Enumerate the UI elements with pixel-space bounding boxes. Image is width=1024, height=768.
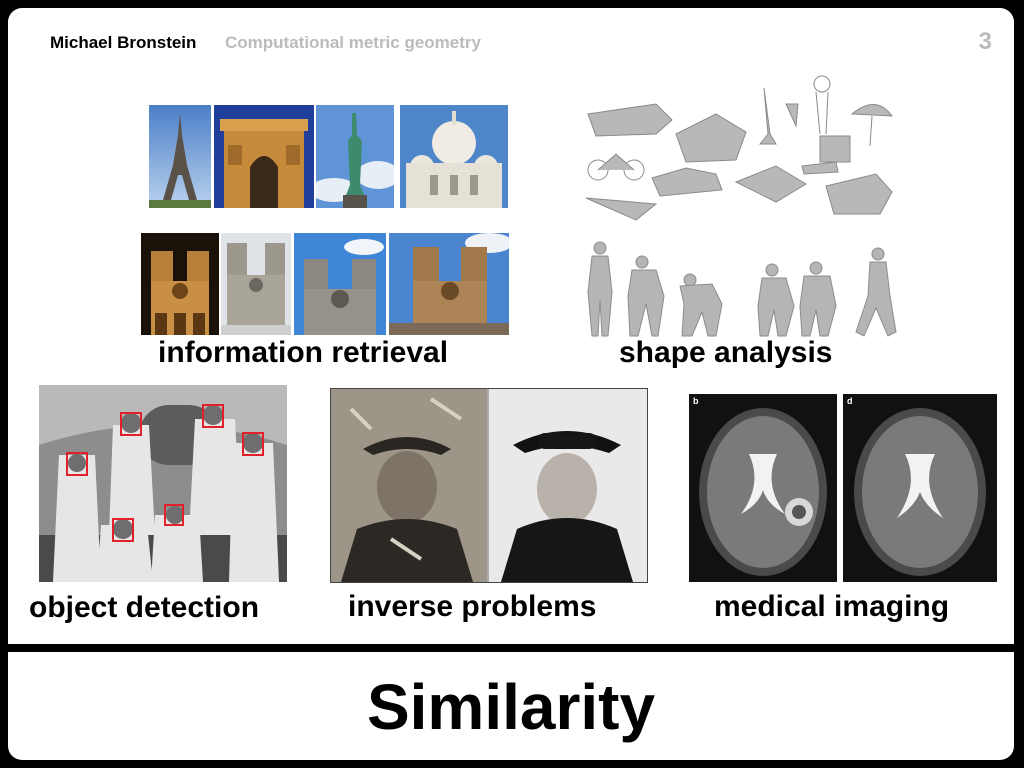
mri-label-d: d: [847, 396, 853, 406]
caption-inverse-problems: inverse problems: [348, 590, 597, 623]
header-course-title: Computational metric geometry: [225, 33, 481, 52]
eiffel-tower-photo: [149, 105, 211, 208]
caption-medical-imaging: medical imaging: [714, 590, 950, 623]
mri-label-b: b: [693, 396, 699, 406]
sacre-coeur-photo: [400, 105, 508, 208]
notre-dame-gray-photo: [221, 233, 291, 335]
mri-scan-d: d: [843, 394, 997, 582]
statue-of-liberty-photo: [316, 105, 394, 208]
page-number: 3: [978, 28, 992, 55]
caption-object-detection: object detection: [29, 591, 260, 624]
notre-dame-day-photo: [389, 233, 509, 335]
header-author: Michael Bronstein: [50, 33, 197, 52]
slide-body: Michael Bronstein Computational metric g…: [8, 8, 1014, 644]
footer-bar: Similarity: [8, 652, 1014, 760]
caption-shape-analysis: shape analysis: [619, 336, 833, 369]
notre-dame-blue-sky-photo: [294, 233, 386, 335]
inverse-problems-photos: [330, 388, 648, 583]
rigid-shapes-collage: [576, 74, 894, 224]
arc-de-triomphe-photo: [214, 105, 314, 208]
nonrigid-human-shapes: [572, 240, 900, 338]
object-detection-photo: [39, 385, 287, 582]
mri-scan-b: b: [689, 394, 837, 582]
caption-information-retrieval: information retrieval: [158, 336, 449, 369]
notre-dame-night-photo: [141, 233, 219, 335]
slide-title: Similarity: [366, 671, 656, 743]
